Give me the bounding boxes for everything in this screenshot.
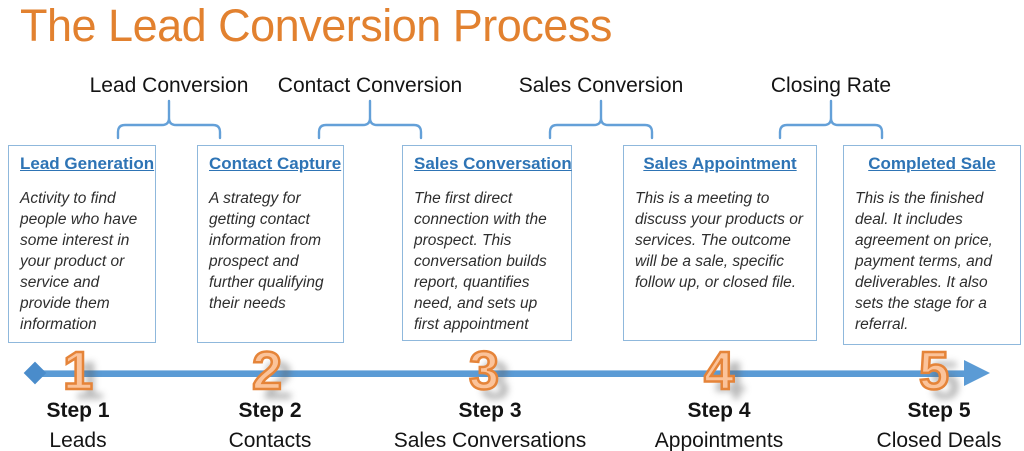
step-leads: Step 1 Leads [46,399,109,451]
box-body: A strategy for getting contact informati… [209,190,324,312]
step-label: Step 5 [907,399,971,422]
step-closed-deals: Step 5 Closed Deals [877,399,1002,451]
timeline-start-diamond-icon [23,361,47,385]
step-name: Contacts [228,429,312,451]
box-body: This is the finished deal. It includes a… [855,190,993,333]
step-appointments: Step 4 Appointments [655,399,783,451]
step-number-5: 5 [918,341,951,401]
box-heading: Contact Capture [209,154,342,173]
bracket-icon [548,98,654,140]
box-sales-conversation: Sales Conversation The first direct conn… [402,145,572,341]
box-sales-appointment: Sales Appointment This is a meeting to d… [623,145,817,341]
box-heading: Sales Conversation [414,154,572,173]
step-name: Sales Conversations [393,429,587,451]
box-body: This is a meeting to discuss your produc… [635,190,803,291]
step-label: Step 2 [238,399,302,422]
step-label: Step 1 [46,399,110,422]
step-label: Step 3 [458,399,522,422]
box-heading: Completed Sale [868,154,996,173]
bracket-icon [116,98,222,140]
step-sales-conversations: Step 3 Sales Conversations [394,399,587,451]
box-contact-capture: Contact Capture A strategy for getting c… [197,145,344,343]
bracket-label-contact-conversion: Contact Conversion [277,74,463,97]
step-number-3: 3 [468,341,501,401]
step-name: Closed Deals [876,429,1002,451]
timeline-line [35,370,967,377]
box-lead-generation: Lead Generation Activity to find people … [8,145,156,343]
bracket-label-sales-conversion: Sales Conversion [518,74,684,97]
step-contacts: Step 2 Contacts [229,399,312,451]
box-body: Activity to find people who have some in… [20,190,138,333]
step-number-4: 4 [703,341,736,401]
step-label: Step 4 [687,399,751,422]
box-heading: Sales Appointment [643,154,797,173]
box-heading: Lead Generation [20,154,155,173]
bracket-label-lead-conversion: Lead Conversion [89,74,249,97]
box-body: The first direct connection with the pro… [414,190,547,333]
box-completed-sale: Completed Sale This is the finished deal… [843,145,1021,345]
bracket-icon [778,98,884,140]
step-number-2: 2 [251,341,284,401]
timeline-arrowhead-icon [964,360,990,386]
step-name: Appointments [654,429,784,451]
page-title: The Lead Conversion Process [20,0,612,51]
bracket-label-closing-rate: Closing Rate [770,74,892,97]
step-number-1: 1 [62,341,95,401]
step-name: Leads [49,429,107,451]
bracket-icon [317,98,423,140]
